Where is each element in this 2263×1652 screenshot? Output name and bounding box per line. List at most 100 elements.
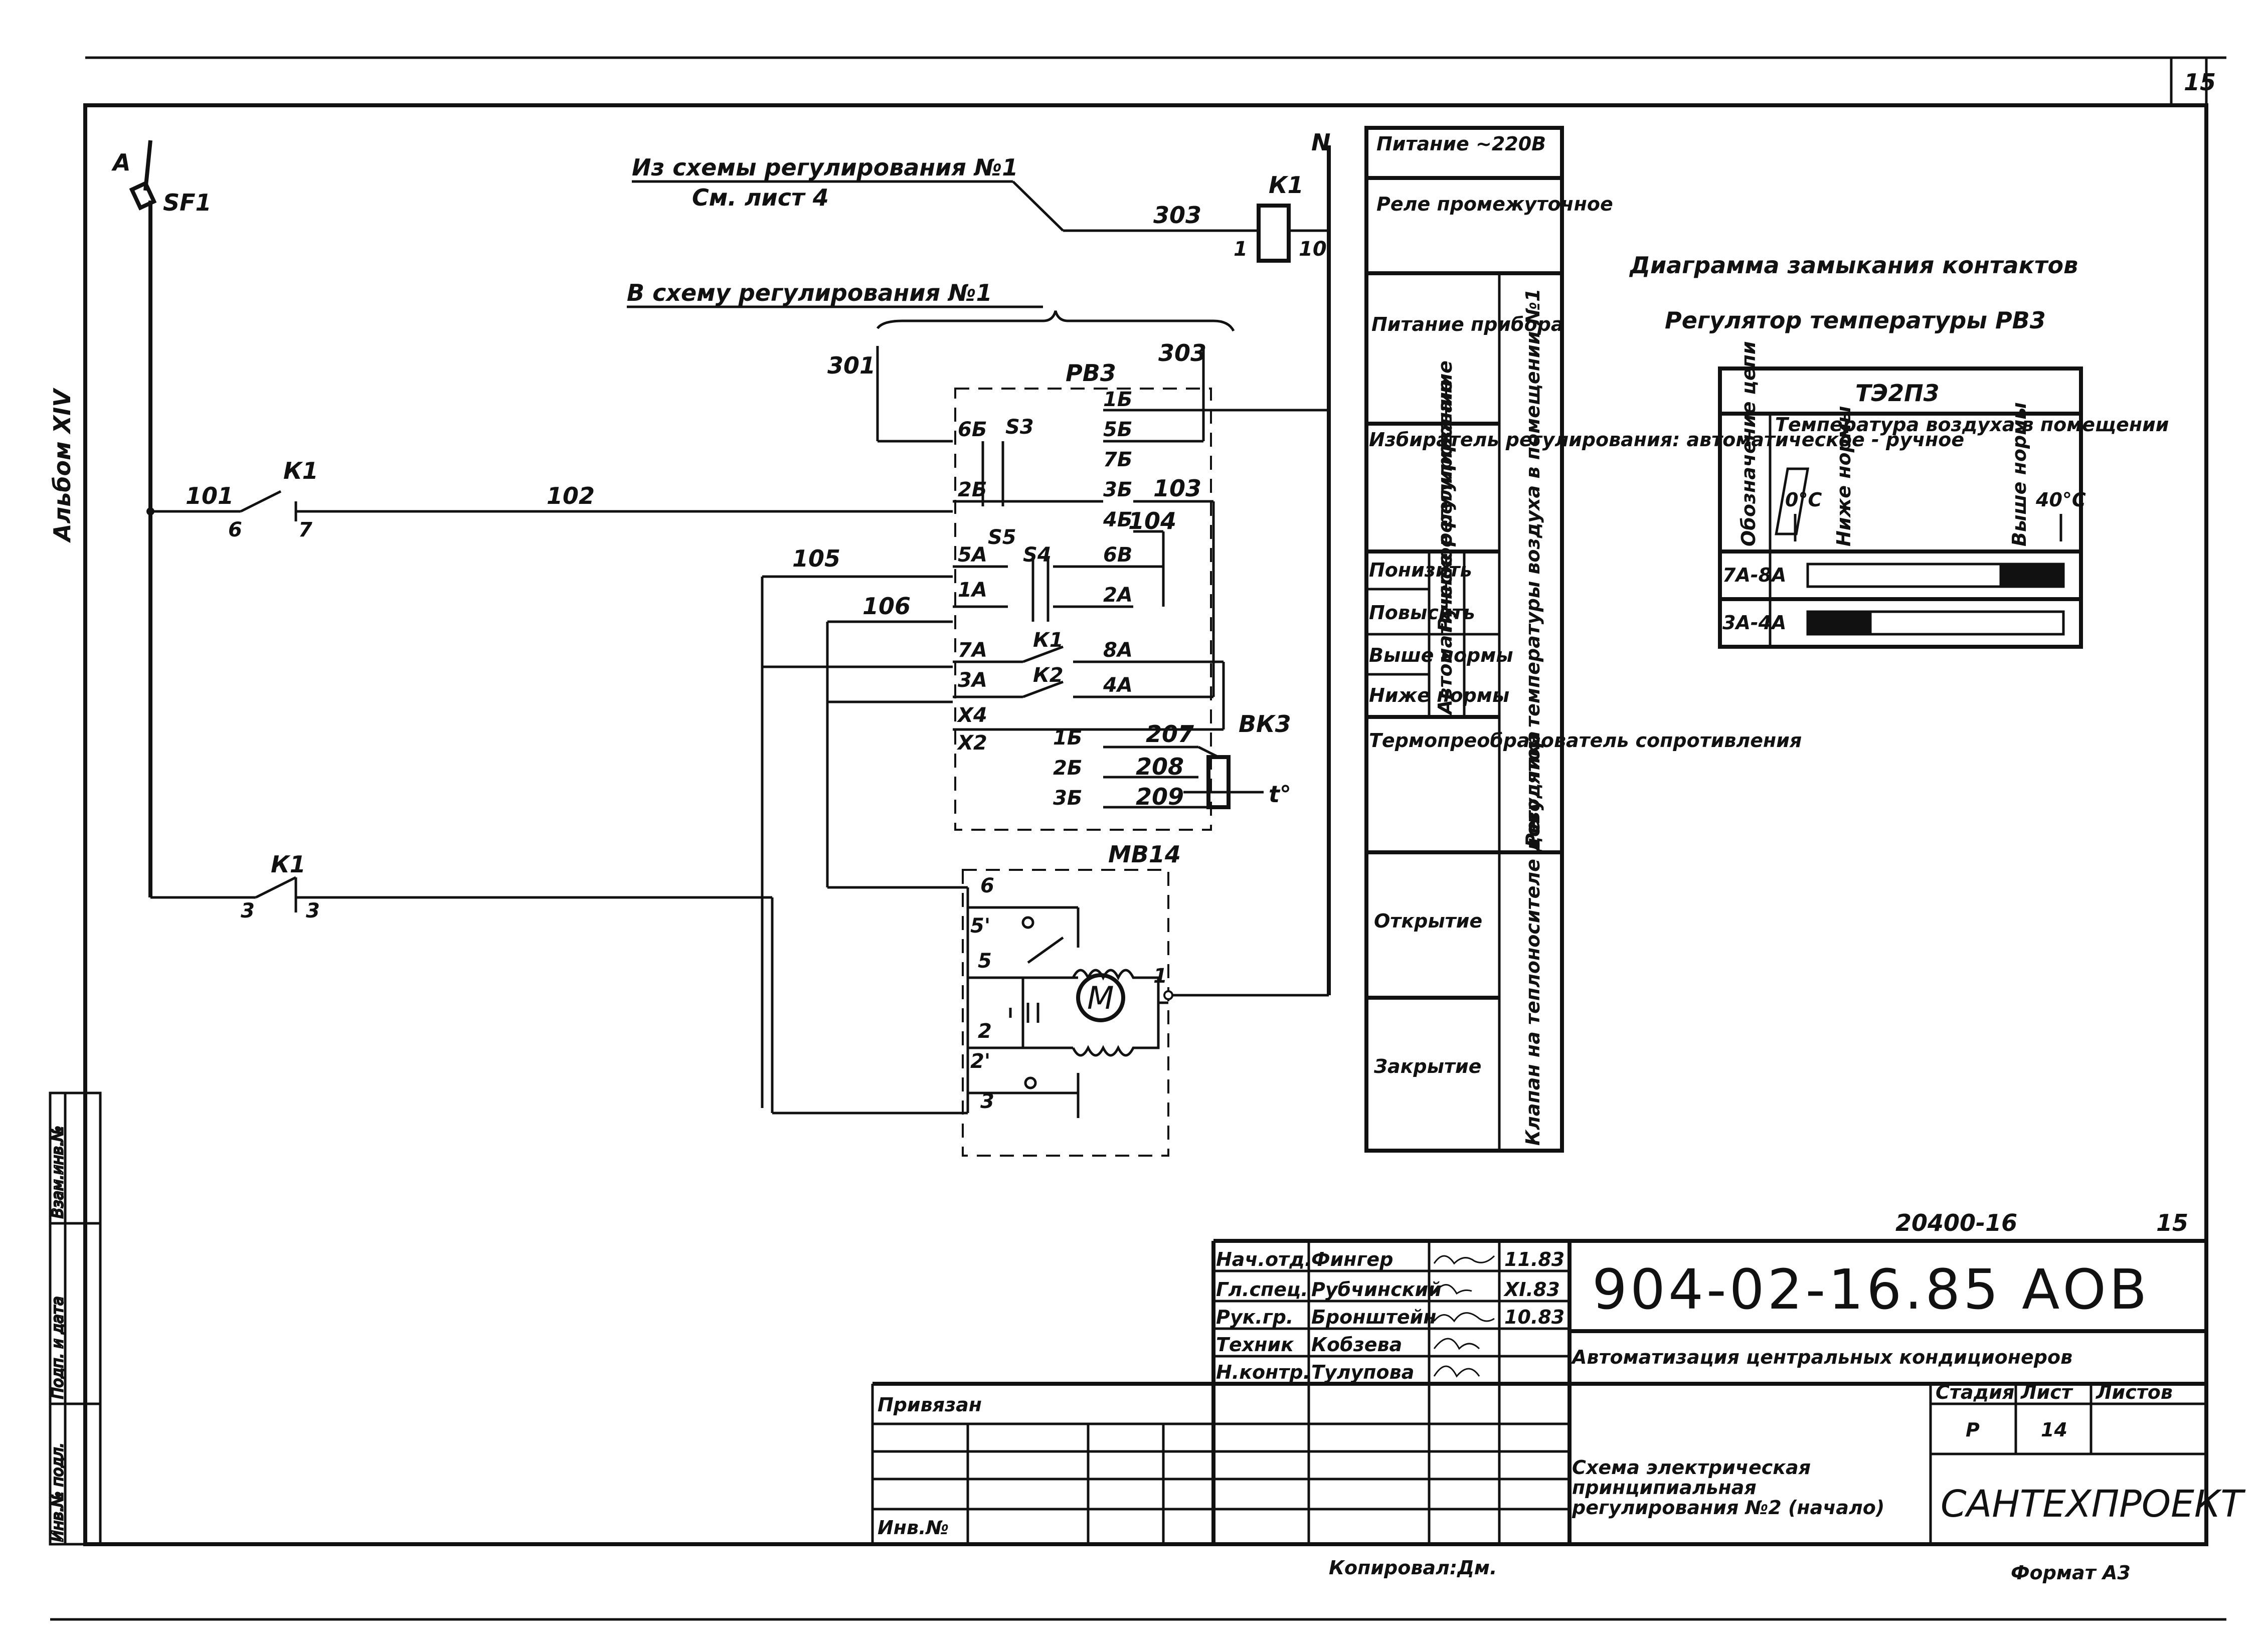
to-scheme-label: В схему регулирования №1 <box>627 279 992 306</box>
contact-diagram-title: Диаграмма замыкания контактов <box>1629 252 2078 279</box>
valve-term-2p: 2' <box>970 1050 990 1073</box>
k1-contact-label: К1 <box>283 457 318 484</box>
contact-6: 6 <box>228 518 242 541</box>
wire-301: 301 <box>827 352 876 379</box>
legend-automatic: Автоматическое регулирование <box>1434 360 1456 716</box>
term-3b: 3Б <box>1103 478 1132 501</box>
legend-above-norm: Выше нормы <box>1369 644 1513 666</box>
rv3-regulator-block: РВ3 301 303 1Б 1Б 5Б 6Б 7Б 2Б 3Б 4Б 5А 6… <box>761 339 1329 1108</box>
contact-diagram-subtitle: Регулятор температуры РВ3 <box>1665 307 2046 334</box>
sheets-header: Листов <box>2096 1381 2173 1403</box>
wire-102: 102 <box>547 482 595 509</box>
model-label: ТЭ2П3 <box>1855 380 1940 407</box>
phase-a-label: А <box>111 149 131 176</box>
sheet-header: Лист <box>2020 1381 2073 1403</box>
term-1b: 1Б <box>1103 388 1132 411</box>
signature-3 <box>1433 1338 1480 1350</box>
forty-label: 40°С <box>2035 489 2086 511</box>
below-norm-label: Ниже нормы <box>1833 406 1855 546</box>
name-3: Кобзева <box>1311 1334 1402 1356</box>
role-3: Техник <box>1216 1334 1294 1356</box>
wire-303: 303 <box>1158 339 1206 366</box>
row-3a-4a: 3А-4А <box>1722 612 1786 634</box>
k1-coil-circuit: 303 К1 1 10 N <box>1063 129 1331 997</box>
valve-term-5p: 5' <box>970 914 990 938</box>
valve-term-2: 2 <box>978 1020 992 1043</box>
wire-209: 209 <box>1136 783 1184 810</box>
wire-105: 105 <box>792 545 840 572</box>
mv14-label: МВ14 <box>1108 841 1181 868</box>
sf1-label: SF1 <box>163 189 212 216</box>
legend-decrease: Понизить <box>1369 559 1472 581</box>
date-0: 11.83 <box>1504 1248 1564 1270</box>
k1-nc-label: К1 <box>271 851 306 878</box>
signature-2 <box>1433 1312 1495 1323</box>
legend-below-norm: Ниже нормы <box>1369 684 1509 706</box>
term-x2: Х2 <box>956 731 987 755</box>
contact-7: 7 <box>298 518 312 541</box>
term-4a: 4А <box>1103 674 1133 697</box>
valve-term-1: 1 <box>1153 965 1167 988</box>
legend-valve: Клапан на теплоносителе доводчика <box>1522 731 1544 1146</box>
from-scheme-label: Из схемы регулирования №1 <box>632 154 1018 181</box>
role-1: Гл.спец. <box>1216 1278 1308 1301</box>
name-1: Рубчинский <box>1311 1278 1442 1301</box>
term-6b: 6Б <box>958 418 987 441</box>
term-7b: 7Б <box>1103 448 1132 471</box>
stage-header: Стадия <box>1936 1381 2014 1403</box>
copied-by: Копировал:Дм. <box>1329 1557 1497 1579</box>
coil-pin-10: 10 <box>1299 238 1327 261</box>
signature-0 <box>1433 1255 1495 1265</box>
term-2a: 2А <box>1103 584 1133 607</box>
term-4b: 4Б <box>1103 508 1132 531</box>
rung-101-102: 101 К1 6 7 102 <box>146 457 953 541</box>
legend-power-220: Питание ~220В <box>1376 133 1546 155</box>
bk3-label: ВК3 <box>1239 710 1291 738</box>
t-sensor-label: t° <box>1269 781 1291 808</box>
role-4: Н.контр. <box>1216 1361 1310 1383</box>
term-5a: 5А <box>958 543 987 567</box>
term-3b-bot: 3Б <box>1053 787 1082 810</box>
bar-3a-4a-closed <box>1808 612 1872 634</box>
wire-207: 207 <box>1146 720 1194 748</box>
term-x4: Х4 <box>956 704 987 727</box>
designation: 904-02-16.85 АОВ <box>1592 1257 2150 1322</box>
bar-7a-8a-closed <box>1999 564 2063 587</box>
name-2: Бронштейн <box>1311 1306 1437 1328</box>
contact-3b: 3 <box>306 899 320 923</box>
circuit-header: Обозначение цепи <box>1737 341 1760 546</box>
role-2: Рук.гр. <box>1216 1306 1293 1328</box>
archive-page: 15 <box>2156 1209 2188 1236</box>
mv14-valve-actuator: МВ14 6 5' 5 2 2' 3 1 М <box>771 841 1181 1157</box>
sf1-fuse <box>129 180 157 211</box>
legend-regulator: Регулятор температуры воздуха в помещени… <box>1522 288 1544 847</box>
legend-opening: Открытие <box>1374 910 1482 932</box>
valve-term-6: 6 <box>980 874 994 897</box>
wire-208: 208 <box>1136 753 1184 780</box>
stamp-vzam: Взам.инв.№ <box>49 1126 67 1218</box>
bk3-thermoresistor: 207 208 209 ВК3 t° <box>1103 710 1291 810</box>
see-sheet-label: См. лист 4 <box>692 184 829 211</box>
name-0: Фингер <box>1311 1248 1393 1270</box>
stamp-inv: Инв.№ подл. <box>49 1443 67 1542</box>
term-5b: 5Б <box>1103 418 1132 441</box>
term-1a: 1А <box>958 579 987 602</box>
wire-101: 101 <box>186 482 234 509</box>
phase-a-bus: А SF1 <box>111 140 212 897</box>
wire-303-top: 303 <box>1153 202 1201 229</box>
stamp-podp: Подп. и дата <box>49 1297 67 1399</box>
signature-4 <box>1433 1365 1480 1378</box>
legend-manual: Ручное регулирование <box>1434 379 1456 632</box>
inv-label: Инв.№ <box>878 1517 949 1539</box>
contact-diagram: Диаграмма замыкания контактов Регулятор … <box>1629 252 2169 649</box>
term-6v: 6В <box>1103 543 1132 567</box>
date-1: XI.83 <box>1503 1278 1560 1301</box>
valve-term-5: 5 <box>978 950 992 973</box>
name-4: Тулупова <box>1311 1361 1414 1383</box>
rung-k1-nc: К1 3 3 <box>150 851 772 923</box>
album-label: Альбом XIV <box>49 388 76 543</box>
coil-pin-1: 1 <box>1234 238 1248 261</box>
switch-s3: S3 <box>1005 416 1034 439</box>
term-3a: 3А <box>958 669 987 692</box>
